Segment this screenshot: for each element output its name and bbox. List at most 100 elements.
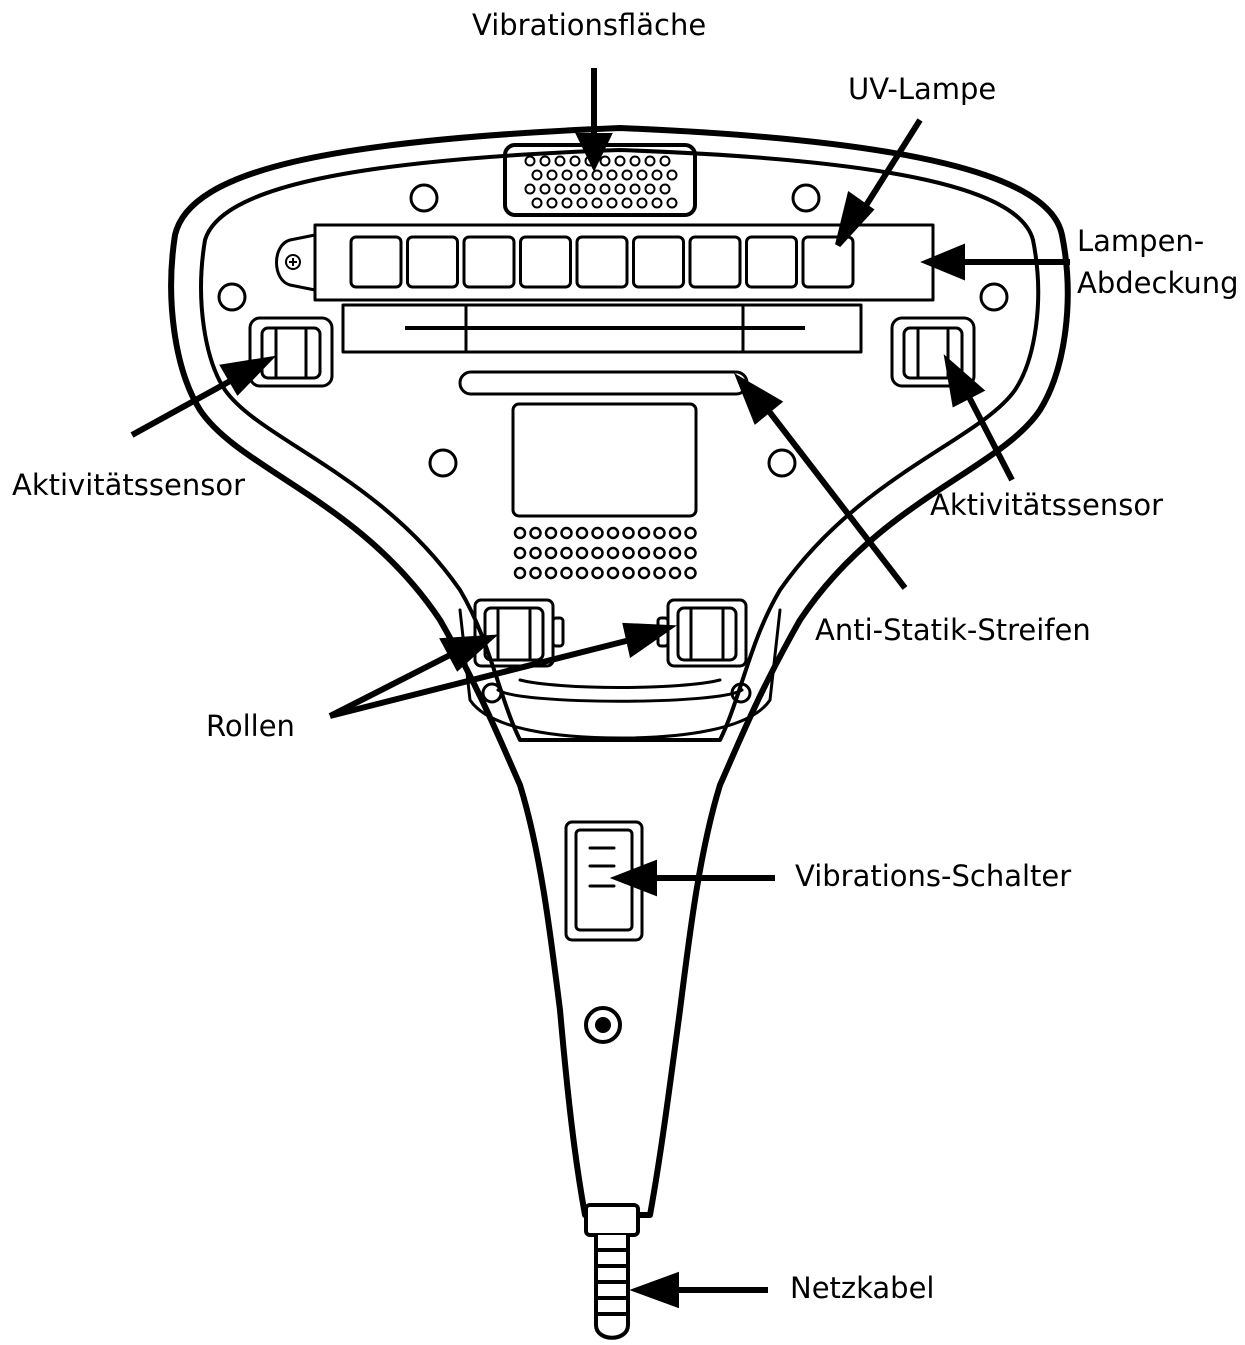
label-vibration-surface: Vibrationsfläche [472,8,707,42]
grid-hole [668,546,682,560]
grid-hole [560,526,573,540]
grid-hole [560,566,573,580]
vibration-hole [651,169,663,181]
label-activity-sensor-right: Aktivitätssensor [930,488,1164,522]
grid-hole [684,566,697,580]
vibration-hole [524,183,536,195]
grid-hole [606,526,620,540]
vibration-hole [629,183,641,195]
uv-lamp-cell [575,235,629,289]
grid-hole [560,546,573,560]
grid-hole [653,526,666,540]
uv-lamp-cell [688,235,742,289]
speaker-grid [513,526,697,580]
vibration-hole [561,197,573,209]
label-rollers: Rollen [206,709,295,743]
grid-hole [544,566,558,580]
grid-hole [668,566,682,580]
vibration-hole [576,197,588,209]
vibration-hole [599,155,611,167]
grid-hole [668,526,682,540]
vibration-hole [539,183,551,195]
uv-lamp-cell [801,235,855,289]
grid-hole [513,526,527,540]
vibration-hole [531,197,543,209]
vibration-hole [666,169,678,181]
power-cable [584,1203,640,1340]
activity-sensor-left [248,316,334,388]
vibration-hole [561,169,573,181]
vibration-hole [569,183,581,195]
vibration-hole [606,197,618,209]
label-lamp-cover-line1: Lampen- [1077,224,1205,258]
grid-hole [653,546,666,560]
vibration-hole [546,169,558,181]
grid-hole [684,526,697,540]
vibration-hole [614,155,626,167]
uv-lamp-cell [349,235,403,289]
vibration-hole [584,183,596,195]
vibration-hole [576,169,588,181]
label-uv-lamp: UV-Lampe [848,72,997,106]
vibration-hole [524,155,536,167]
grid-hole [513,546,527,560]
grid-hole [622,566,635,580]
uv-lamp-cell [519,235,572,289]
uv-lamp-cell [632,235,685,289]
vibration-hole [644,155,656,167]
leader-arrows [130,68,1070,1309]
grid-hole [622,526,635,540]
vibration-hole [546,197,558,209]
vibration-hole [621,169,633,181]
vibration-hole [591,169,603,181]
vibration-hole [606,169,618,181]
grid-hole [637,566,651,580]
grid-hole [606,566,620,580]
vibration-hole [591,197,603,209]
vibration-hole [599,183,611,195]
vibration-hole [659,155,671,167]
vibration-hole [621,197,633,209]
uv-lamp-cell [406,235,459,289]
vibration-hole [651,197,663,209]
vibration-hole [569,155,581,167]
grid-hole [591,546,604,560]
grid-hole [637,526,651,540]
grid-hole [529,566,542,580]
grid-hole [591,566,604,580]
grid-hole [653,566,666,580]
label-vibration-switch: Vibrations-Schalter [795,859,1072,893]
grid-hole [575,546,589,560]
vibration-hole [531,169,543,181]
label-panel [511,402,698,518]
mounting-holes [217,183,1009,704]
label-power-cable: Netzkabel [790,1271,935,1305]
grid-hole [544,526,558,540]
roller-tray [458,608,782,740]
vibration-hole [554,155,566,167]
grid-hole [575,566,589,580]
vibration-hole [659,183,671,195]
uv-lamp-cells [349,235,855,289]
vibration-hole [636,197,648,209]
roller-right [656,598,748,668]
label-lamp-cover-line2: Abdeckung [1077,266,1239,300]
grid-hole [513,566,527,580]
grid-hole [529,546,542,560]
vibration-hole [614,183,626,195]
grid-hole [684,546,697,560]
vibration-hole [554,183,566,195]
vibration-surface [503,143,697,217]
uv-lamp-cell [462,235,516,289]
grid-hole [591,526,604,540]
roller-left [473,598,565,668]
vibration-hole [644,183,656,195]
vibration-hole [666,197,678,209]
grid-hole [637,546,651,560]
activity-sensor-right [890,316,976,388]
anti-static-strip [341,303,863,396]
grid-hole [529,526,542,540]
grid-hole [575,526,589,540]
vibration-hole [539,155,551,167]
